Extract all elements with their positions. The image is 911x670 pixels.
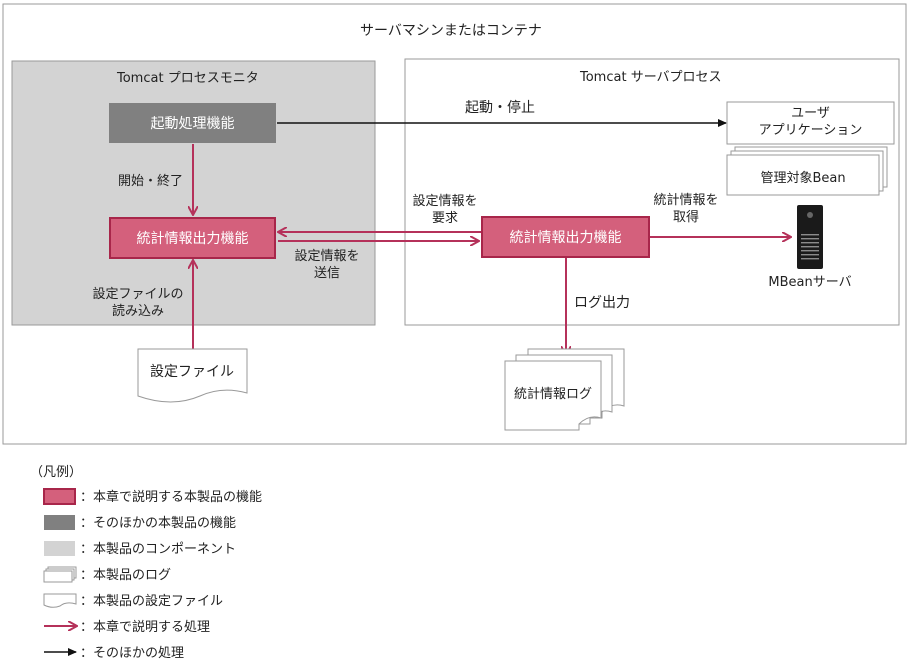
legend-item-label: ：そのほかの本製品の機能 — [80, 516, 237, 531]
arrow-read-config-label-2: 読み込み — [111, 304, 164, 319]
mbean-server-label: MBeanサーバ — [768, 275, 852, 290]
arrow-send-label-1: 設定情報を — [294, 249, 360, 264]
legend-pink-box-icon — [43, 488, 76, 505]
legend-item-label: ：そのほかの処理 — [80, 646, 185, 661]
arrow-request-label-1: 設定情報を — [412, 194, 478, 209]
legend-title: （凡例） — [30, 465, 83, 480]
legend-item-label: ：本製品のログ — [80, 568, 172, 583]
arrow-send-label-2: 送信 — [313, 266, 340, 281]
config-file-shape — [137, 348, 248, 403]
arrow-read-config-label-1: 設定ファイルの — [92, 287, 184, 302]
config-file-label: 設定ファイル — [150, 364, 234, 380]
startup-function-box[interactable]: 起動処理機能 — [109, 103, 276, 143]
monitor-stats-function-box[interactable]: 統計情報出力機能 — [109, 217, 276, 259]
arrow-acquire-label-2: 取得 — [672, 210, 699, 225]
arrow-start-end-label: 開始・終了 — [118, 174, 184, 189]
legend-dark-box-icon — [44, 515, 75, 530]
legend-item-label: ：本製品のコンポーネント — [80, 542, 237, 557]
legend-item-label: ：本章で説明する本製品の機能 — [80, 490, 263, 505]
managed-bean-label: 管理対象Bean — [760, 171, 846, 186]
legend-item-label: ：本章で説明する処理 — [80, 620, 211, 635]
legend-item-label: ：本製品の設定ファイル — [80, 594, 224, 609]
user-app-label-1: ユーザ — [791, 106, 830, 121]
legend-log-icon — [43, 566, 77, 583]
arrow-startup-stop-label: 起動・停止 — [465, 100, 535, 116]
arrow-acquire-label-1: 統計情報を — [653, 193, 719, 208]
arrow-log-output-label: ログ出力 — [574, 295, 630, 311]
stats-log-stack — [504, 348, 625, 431]
server-title: Tomcat サーバプロセス — [580, 70, 722, 85]
user-app-frame — [726, 101, 895, 145]
legend-file-icon — [43, 593, 77, 608]
server-stats-function-box[interactable]: 統計情報出力機能 — [481, 216, 650, 258]
managed-bean-stack — [726, 146, 888, 196]
mbean-server-icon — [797, 205, 823, 269]
arrow-request-label-2: 要求 — [431, 211, 458, 226]
legend-light-box-icon — [44, 541, 75, 556]
monitor-title: Tomcat プロセスモニタ — [117, 71, 259, 86]
user-app-label-2: アプリケーション — [758, 123, 863, 138]
container-title: サーバマシンまたはコンテナ — [360, 23, 542, 39]
stats-log-label: 統計情報ログ — [513, 387, 592, 402]
